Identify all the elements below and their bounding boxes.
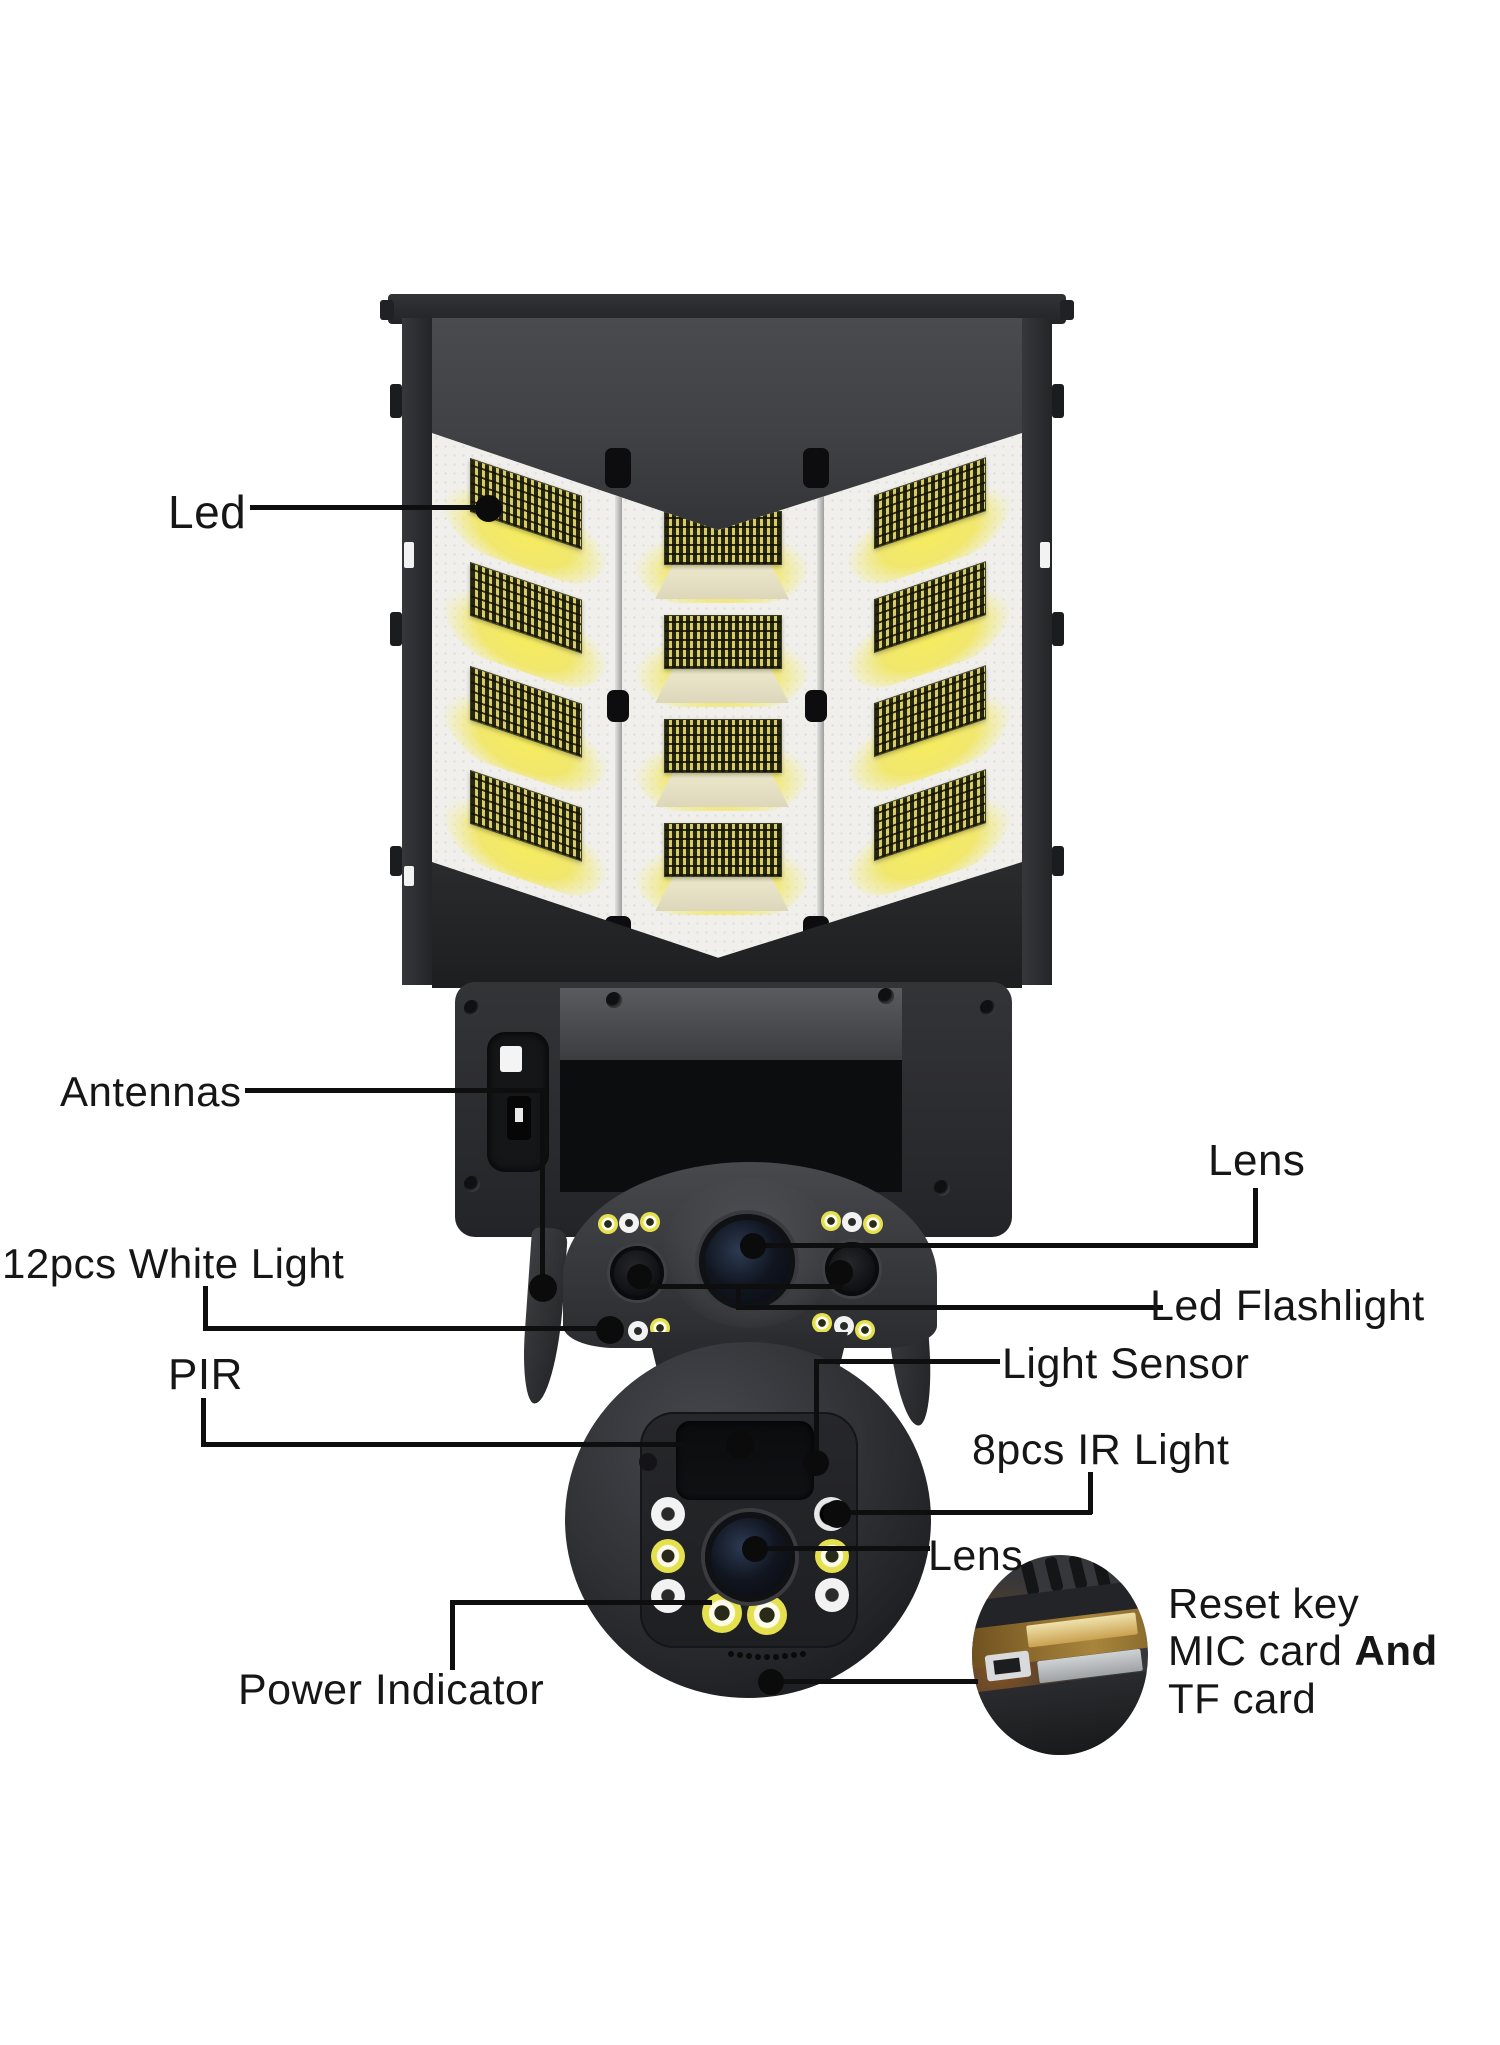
ir-led xyxy=(815,1578,849,1612)
wall-notch xyxy=(1040,542,1050,568)
leader-inset-dot xyxy=(758,1669,784,1695)
panel-clamp-bolt xyxy=(805,690,827,722)
led-module xyxy=(634,611,810,707)
white-light-led xyxy=(842,1212,862,1232)
leader-led-flashlight-dot xyxy=(828,1260,853,1285)
leader-lens-top xyxy=(753,1243,1257,1248)
screw xyxy=(464,1176,480,1192)
card-slot-inset-photo xyxy=(972,1555,1148,1755)
mount-clip xyxy=(1052,612,1064,646)
leader-led-flashlight-dot xyxy=(627,1264,652,1289)
screw xyxy=(934,1180,950,1196)
label-led: Led xyxy=(168,486,247,538)
screw xyxy=(980,1000,996,1016)
leader-led xyxy=(250,505,488,510)
label-led-flashlight: Led Flashlight xyxy=(1150,1282,1425,1330)
label-reset-mic-tf: Reset key MIC card And TF card xyxy=(1168,1580,1438,1722)
leader-light-sensor xyxy=(816,1359,1000,1364)
mount-clip xyxy=(1052,384,1064,418)
screw xyxy=(606,992,622,1008)
wall-notch xyxy=(404,542,414,568)
leader-white-light xyxy=(203,1326,610,1331)
upper-camera-lens xyxy=(699,1214,795,1310)
leader-led-dot xyxy=(475,495,502,522)
leader-lens-bottom-dot xyxy=(742,1536,768,1562)
label-lens-top: Lens xyxy=(1208,1136,1306,1185)
label-power-indicator: Power Indicator xyxy=(238,1666,545,1714)
label-mic-card: MIC card And xyxy=(1168,1627,1438,1675)
ir-led xyxy=(651,1579,685,1613)
cap-tab-left xyxy=(380,300,394,320)
status-dot xyxy=(639,1453,657,1471)
label-tf-card: TF card xyxy=(1168,1674,1317,1722)
lamp-sidewall-right xyxy=(1022,318,1052,985)
leader-led-flashlight xyxy=(738,1305,1163,1310)
label-reset-key: Reset key xyxy=(1168,1580,1360,1627)
white-light-led xyxy=(812,1313,832,1333)
label-white-light: 12pcs White Light xyxy=(2,1240,345,1287)
white-light-led xyxy=(628,1321,648,1341)
leader-lens-top-dot xyxy=(740,1233,766,1259)
speaker-grille xyxy=(728,1651,734,1657)
label-light-sensor: Light Sensor xyxy=(1002,1340,1250,1388)
led-column-right xyxy=(836,433,1022,926)
antenna-port-recess xyxy=(487,1032,549,1172)
screw xyxy=(878,988,894,1004)
leader-inset xyxy=(780,1679,978,1684)
label-ir-light: 8pcs IR Light xyxy=(972,1426,1230,1474)
white-light-led xyxy=(834,1316,854,1336)
port-label-sticker xyxy=(500,1046,522,1072)
label-antennas: Antennas xyxy=(60,1068,242,1115)
ir-led xyxy=(815,1539,849,1573)
leader-pir xyxy=(201,1398,206,1446)
leader-antennas-dot xyxy=(529,1274,557,1302)
white-light-led xyxy=(619,1213,639,1233)
leader-light-sensor-dot xyxy=(803,1450,829,1476)
leader-pir-dot xyxy=(726,1431,754,1459)
leader-lens-top xyxy=(1253,1188,1258,1248)
screw xyxy=(464,1000,480,1016)
leader-white-light xyxy=(203,1286,208,1330)
cap-tab-right xyxy=(1060,300,1074,320)
leader-white-light-dot xyxy=(596,1316,624,1344)
leader-lens-bottom xyxy=(758,1546,930,1551)
connector-pin xyxy=(515,1108,523,1122)
leader-power-indicator xyxy=(450,1600,455,1670)
leader-antennas xyxy=(245,1088,545,1093)
panel-clamp-bolt xyxy=(803,448,829,488)
mount-clip xyxy=(1052,846,1064,876)
white-light-led xyxy=(855,1320,875,1340)
reset-key xyxy=(984,1650,1032,1682)
white-light-led xyxy=(863,1214,883,1234)
ir-led xyxy=(651,1539,685,1573)
label-pir: PIR xyxy=(168,1350,243,1399)
leader-light-sensor xyxy=(814,1359,819,1459)
leader-ir-light-dot xyxy=(823,1500,851,1528)
mount-clip xyxy=(390,846,402,876)
leader-ir-light xyxy=(1088,1472,1093,1514)
leader-power-indicator xyxy=(450,1600,712,1605)
white-light-led xyxy=(598,1214,618,1234)
mount-clip xyxy=(390,612,402,646)
panel-clamp-bolt xyxy=(607,690,629,722)
white-light-led xyxy=(640,1212,660,1232)
led-column-center xyxy=(624,499,820,929)
leader-ir-light xyxy=(836,1510,1092,1515)
white-light-led xyxy=(821,1211,841,1231)
leader-led-flashlight xyxy=(736,1284,741,1310)
label-lens-bottom: Lens xyxy=(928,1532,1024,1580)
mount-clip xyxy=(390,384,402,418)
ir-led xyxy=(651,1497,685,1531)
led-module xyxy=(634,715,810,811)
led-module xyxy=(634,819,810,915)
panel-clamp-bolt xyxy=(605,448,631,488)
leader-antennas xyxy=(540,1088,545,1288)
leader-pir xyxy=(201,1442,739,1447)
wall-notch xyxy=(404,866,414,886)
